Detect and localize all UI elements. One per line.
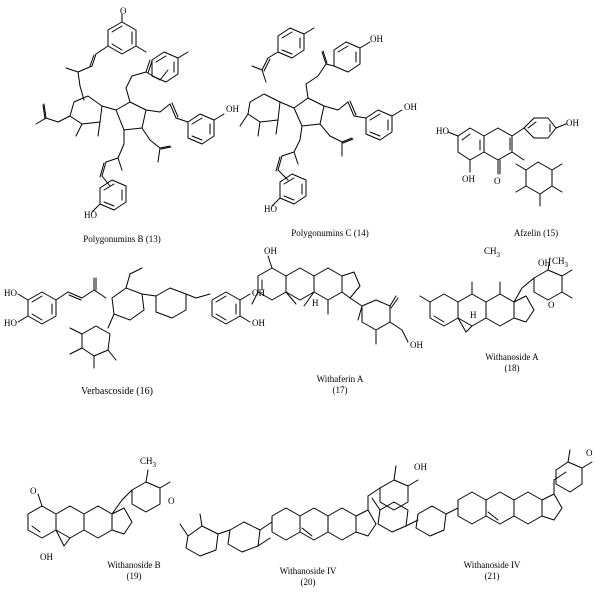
atom-label-oh: OH bbox=[226, 104, 239, 114]
atom-label-oh: OH bbox=[538, 258, 551, 268]
atom-label-oh: OH bbox=[404, 102, 417, 112]
atom-label-ho: HO bbox=[264, 204, 277, 214]
atom-label-o: O bbox=[120, 6, 127, 16]
atom-label-h: H bbox=[312, 298, 319, 308]
structure-polygonumins-b bbox=[35, 13, 225, 213]
structure-withanoside-iv-20 bbox=[179, 465, 419, 557]
atom-label-oh: OH bbox=[252, 288, 265, 298]
atom-label-oh: OH bbox=[414, 462, 427, 472]
compound-label-withaferin-a: Withaferin A(17) bbox=[316, 374, 364, 395]
atom-label-ho: HO bbox=[4, 318, 17, 328]
compound-label-withanoside-iv-20: Withanoside IV(20) bbox=[279, 566, 337, 587]
atom-label-oh: OH bbox=[264, 246, 277, 256]
compound-label-withanoside-a: Withanoside A(18) bbox=[485, 352, 539, 373]
atom-label-oh: OH bbox=[40, 552, 53, 562]
compound-label-withanoside-b: Withanoside B(19) bbox=[107, 560, 161, 581]
atom-label-ho: HO bbox=[84, 210, 97, 220]
atom-label-ch3: CH3 bbox=[140, 456, 157, 469]
atom-label-h: H bbox=[470, 310, 477, 320]
atom-label-oh: OH bbox=[252, 318, 265, 328]
atom-label-o: O bbox=[168, 496, 175, 506]
compound-label-polygonumins-b: Polygonumins B (13) bbox=[83, 234, 161, 244]
structure-verbascoside bbox=[17, 267, 251, 369]
structure-afzelin bbox=[447, 117, 567, 207]
atom-label-oh: OH bbox=[462, 174, 475, 184]
atom-label-ho: HO bbox=[4, 288, 17, 298]
atom-label-o: O bbox=[30, 486, 37, 496]
compound-label-afzelin: Afzelin (15) bbox=[513, 228, 559, 238]
compound-label-verbascoside: Verbascoside (16) bbox=[81, 386, 153, 397]
atom-label-o: O bbox=[494, 176, 501, 186]
atom-label-o: O bbox=[586, 448, 593, 458]
atom-label-oh: OH bbox=[566, 118, 579, 128]
atom-label-ch3: CH3 bbox=[552, 256, 569, 269]
structure-withanoside-b bbox=[27, 469, 171, 547]
structure-withaferin-a bbox=[251, 255, 409, 345]
atom-label-oh: OH bbox=[410, 340, 423, 350]
compound-label-withanoside-iv-21: Withanoside IV(21) bbox=[463, 560, 521, 581]
atom-label-ch3: CH3 bbox=[484, 246, 501, 259]
compound-label-polygonumins-c: Polygonumins C (14) bbox=[291, 228, 369, 238]
atom-label-o: O bbox=[548, 300, 555, 310]
structure-polygonumins-c bbox=[239, 27, 403, 207]
structure-withanoside-a bbox=[419, 257, 573, 333]
structure-withanoside-iv-21 bbox=[371, 449, 593, 537]
atom-label-ho: HO bbox=[436, 126, 449, 136]
atom-label-oh: OH bbox=[370, 34, 383, 44]
